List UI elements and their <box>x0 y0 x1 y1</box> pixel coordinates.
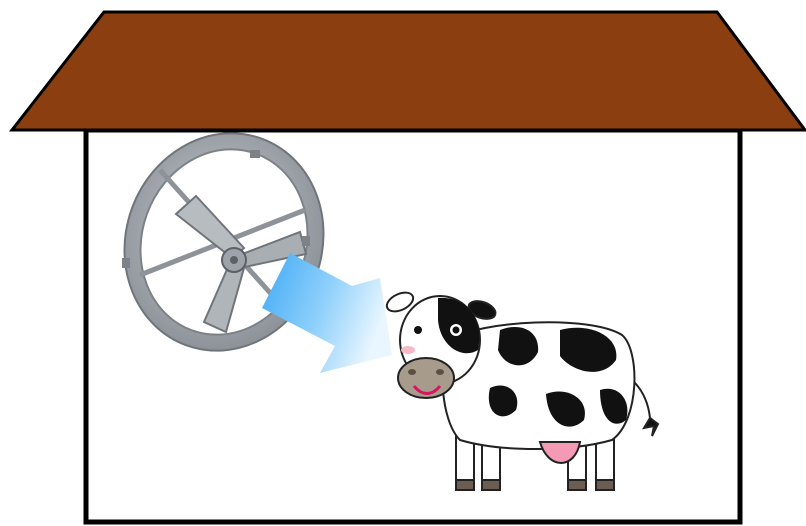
barn-roof <box>12 12 805 130</box>
